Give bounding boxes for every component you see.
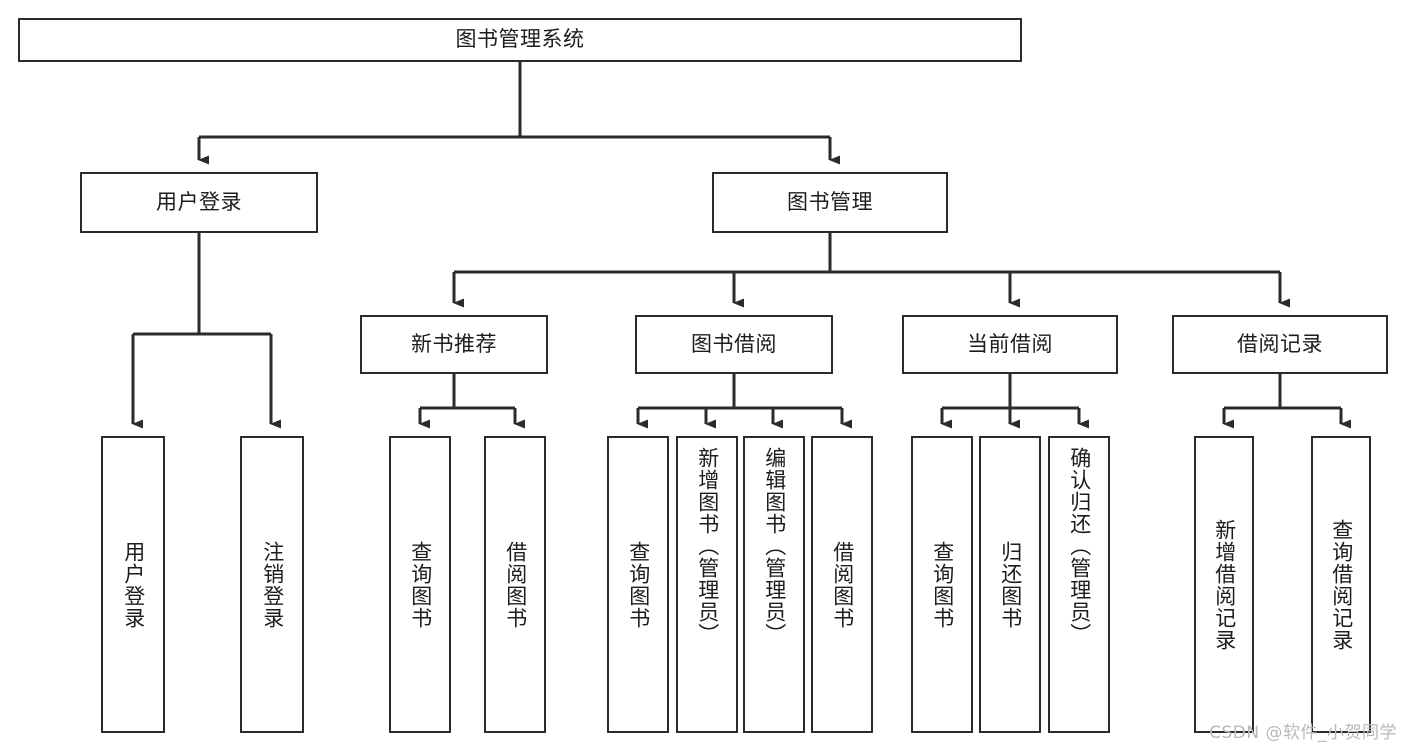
edge-jieyuejilu-to-leaves [1222,374,1351,429]
node-label: 用户登录 [121,540,146,629]
node-leaf-query-book-borrow[interactable]: 查询图书 [607,436,669,733]
node-label: 新书推荐 [411,331,497,356]
node-leaf-borrow-book-recommend[interactable]: 借阅图书 [484,436,546,733]
node-book-borrow[interactable]: 图书借阅 [635,315,833,374]
node-leaf-add-book-admin[interactable]: 新增图书（管理员） [676,436,738,733]
node-leaf-confirm-return-admin[interactable]: 确认归还（管理员） [1048,436,1110,733]
node-label: 借阅记录 [1237,331,1323,356]
node-label: 查询借阅记录 [1329,518,1354,651]
node-leaf-add-borrow-record[interactable]: 新增借阅记录 [1194,436,1254,733]
node-root-system[interactable]: 图书管理系统 [18,18,1022,62]
node-current-borrow[interactable]: 当前借阅 [902,315,1118,374]
node-label: 编辑图书（管理员） [762,447,787,645]
edge-xinshutuijian-to-leaves [418,374,525,429]
node-user-login[interactable]: 用户登录 [80,172,318,233]
node-new-book-recommend[interactable]: 新书推荐 [360,315,548,374]
node-leaf-query-borrow-record[interactable]: 查询借阅记录 [1311,436,1371,733]
edge-yonghudenglu-to-leaves [131,233,281,429]
node-label: 图书管理系统 [455,27,585,52]
edge-dangqianjieyue-to-leaves [940,374,1089,429]
edge-root-to-level1 [197,62,840,165]
node-label: 查询图书 [626,540,651,629]
node-label: 查询图书 [930,540,955,629]
node-leaf-user-login[interactable]: 用户登录 [101,436,165,733]
node-leaf-logout[interactable]: 注销登录 [240,436,304,733]
node-label: 图书借阅 [691,331,777,356]
node-label: 借阅图书 [503,540,528,629]
node-label: 归还图书 [998,540,1023,629]
node-leaf-edit-book-admin[interactable]: 编辑图书（管理员） [743,436,805,733]
node-book-management[interactable]: 图书管理 [712,172,948,233]
node-leaf-borrow-book[interactable]: 借阅图书 [811,436,873,733]
node-leaf-return-book[interactable]: 归还图书 [979,436,1041,733]
node-label: 注销登录 [260,540,285,629]
node-leaf-query-book-recommend[interactable]: 查询图书 [389,436,451,733]
edge-tushuguanli-to-level2 [452,233,1290,308]
node-label: 查询图书 [408,540,433,629]
node-label: 借阅图书 [830,540,855,629]
node-label: 新增图书（管理员） [695,447,720,645]
node-borrow-record[interactable]: 借阅记录 [1172,315,1388,374]
edge-tushujieyue-to-leaves [636,374,852,429]
node-label: 当前借阅 [967,331,1053,356]
node-label: 新增借阅记录 [1212,518,1237,651]
node-leaf-query-book-current[interactable]: 查询图书 [911,436,973,733]
node-label: 图书管理 [787,189,873,214]
node-label: 用户登录 [156,189,242,214]
node-label: 确认归还（管理员） [1067,447,1092,645]
